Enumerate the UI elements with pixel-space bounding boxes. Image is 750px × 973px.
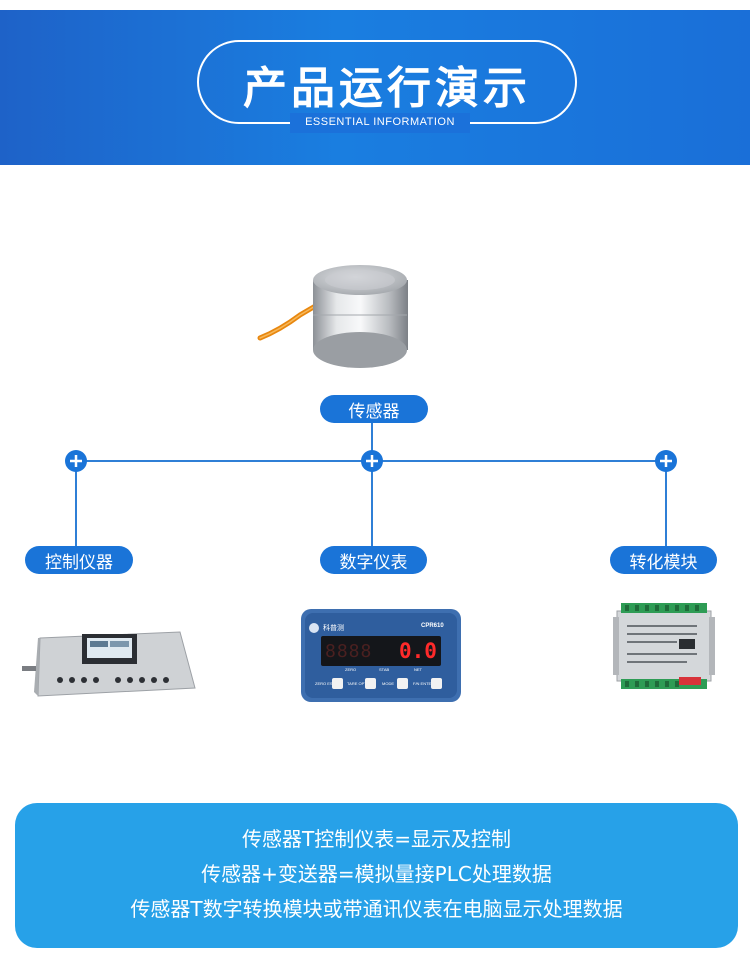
summary-panel: 传感器T控制仪表=显示及控制 传感器+变送器=模拟量接PLC处理数据 传感器T数…: [15, 803, 738, 948]
button-label-enter: F/N ENTER: [413, 681, 435, 686]
branch-label-module: 转化模块: [610, 546, 717, 574]
enter-button-icon: [431, 678, 442, 689]
page-title: 产品运行演示: [243, 63, 531, 114]
conversion-module-image: [613, 603, 715, 689]
plus-node-icon: [65, 450, 87, 472]
display-model: CPR610: [421, 623, 444, 629]
root-label: 传感器: [320, 395, 428, 423]
summary-line-2: 传感器+变送器=模拟量接PLC处理数据: [201, 862, 552, 886]
branch-label-display: 数字仪表: [320, 546, 427, 574]
zero-button-icon: [332, 678, 343, 689]
tare-button-icon: [365, 678, 376, 689]
mode-button-icon: [397, 678, 408, 689]
header-banner: [0, 10, 750, 165]
subtitle-gap: [290, 113, 470, 133]
display-reading: 0.0: [399, 639, 437, 663]
indicator-stab: STAB: [379, 667, 390, 672]
indicator-zero: ZERO: [345, 667, 357, 672]
summary-line-1: 传感器T控制仪表=显示及控制: [242, 827, 511, 851]
branch-label-control: 控制仪器: [25, 546, 133, 574]
page-subtitle: ESSENTIAL INFORMATION: [305, 116, 455, 128]
sensor-image: [257, 265, 408, 368]
control-instrument-image: [22, 631, 196, 697]
indicator-net: NET: [414, 667, 422, 672]
digital-display-image: 科普测 CPR610 8888 0.0 ZERO STAB NET ZERO E…: [301, 609, 461, 702]
plus-node-icon: [361, 450, 383, 472]
summary-line-3: 传感器T数字转换模块或带通讯仪表在电脑显示处理数据: [130, 897, 623, 921]
button-label-tare: TARE OPTION: [347, 681, 374, 686]
button-label-mode: MODE: [382, 681, 394, 686]
display-brand: 科普测: [323, 624, 344, 632]
brand-logo-icon: [309, 623, 319, 633]
display-screen: 8888 0.0: [321, 636, 441, 666]
display-unlit-digits: 8888: [325, 641, 373, 662]
button-label-zero: ZERO ESC: [315, 681, 336, 686]
plus-node-icon: [655, 450, 677, 472]
